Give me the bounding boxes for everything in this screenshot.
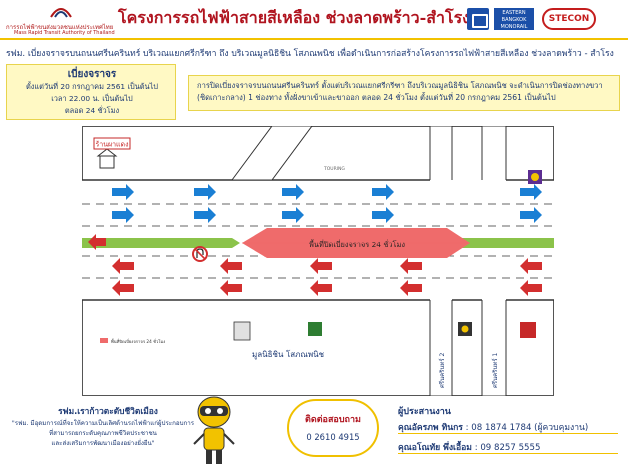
traffic-arrow [520,184,542,200]
shop-landmark: ร้านผาแดง [93,137,131,169]
contact-title: ติดต่อสอบถาม [305,415,361,425]
footer-slogan-line: ที่สามารถยกระดับคุณภาพชีวิตประชาชน [49,430,157,437]
header: การรถไฟฟ้าขนส่งมวลชนแห่งประเทศไทย Mass R… [0,0,628,40]
touring-brand-label: TOURING [323,166,345,172]
subtitle: รฟม. เบี่ยงจราจรบนถนนศรีนครินทร์ บริเวณแ… [6,49,614,59]
traffic-arrow [520,280,542,296]
mrta-logo-icon [50,8,72,18]
traffic-arrow [400,258,422,274]
notice-detail-text: การปิดเบี่ยงจราจรบนถนนศรีนครินทร์ ตั้งแต… [197,81,603,102]
traffic-arrow [372,207,394,223]
agency-english-name: Mass Rapid Transit Authority of Thailand [14,30,115,36]
agency-thai-name: การรถไฟฟ้าขนส่งมวลชนแห่งประเทศไทย [6,24,114,31]
traffic-arrow [372,184,394,200]
footer-slogan-line: "รฟม. มีอุดมการณ์ที่จะให้ความเป็นเลิศด้า… [11,420,195,427]
coordinator-divider [398,453,618,454]
no-u-turn-sign-icon [192,246,208,262]
coordinator-name: คุณอโณทัย พึ่งเอื้อม [398,443,472,453]
mascot-icon [193,396,235,464]
footer-slogan-line: และส่งเสริมการพัฒนาเมืองอย่างยั่งยืน" [51,440,155,447]
traffic-arrow [194,184,216,200]
coordinator-phone: : 08 1874 1784 (ผู้ควบคุมงาน) [465,423,589,433]
traffic-arrow [310,258,332,274]
coordinator-title: ผู้ประสานงาน [398,407,451,417]
project-title: โครงการรถไฟฟ้าสายสีเหลือง ช่วงลาดพร้าว-ส… [118,8,470,27]
notice-time: เวลา 22.00 น. เป็นต้นไป [51,94,133,103]
coordinator-row: คุณอโณทัย พึ่งเอื้อม : 09 8257 5555 [398,440,540,454]
coordinator-row: คุณอัครภพ ทินกร : 08 1874 1784 (ผู้ควบคุ… [398,420,588,434]
notice-duration: ตลอด 24 ชั่วโมง [64,106,120,115]
traffic-arrow [400,280,422,296]
traffic-arrow [220,258,242,274]
shop-label-box [93,137,131,150]
traffic-arrows-inbound [88,234,542,296]
coordinator-divider [398,433,618,434]
notice-schedule-box: เบี่ยงจราจร ตั้งแต่วันที่ 20 กรกฎาคม 256… [6,64,176,120]
store-logo-icon [520,322,536,338]
traffic-arrow [88,234,106,250]
notice-date: ตั้งแต่วันที่ 20 กรกฎาคม 2561 เป็นต้นไป [25,82,159,91]
traffic-arrow [520,207,542,223]
median-green [454,238,554,248]
traffic-arrow [194,207,216,223]
median-green [82,238,240,248]
traffic-arrows-outbound [112,184,542,223]
foundation-logo-icon [308,322,322,336]
traffic-diversion-map: พื้นที่ปิดเบี่ยงจราจร 24 ชั่วโมง [82,126,554,396]
traffic-arrow [112,280,134,296]
traffic-arrow [112,184,134,200]
legend-swatch [100,338,108,343]
side-road-upper [231,126,313,181]
foundation-label: มูลนิธิชิน โสภณพนิช [252,349,325,360]
stecon-logo: STECON [542,8,596,30]
closure-zone-label: พื้นที่ปิดเบี่ยงจราจร 24 ชั่วโมง [309,239,405,249]
transit-logo-icon [467,8,489,30]
traffic-arrow [220,280,242,296]
coordinator-phone: : 09 8257 5555 [474,443,541,453]
footer-agency-slogan-title: รฟม.เราก้าวตะดับชีวิตเมือง [58,406,158,416]
traffic-arrow [282,207,304,223]
traffic-arrow [112,207,134,223]
traffic-arrow [520,258,542,274]
coordinator-name: คุณอัครภพ ทินกร [398,423,463,433]
soi-label-right: ศรีนครินทร์ 1 [491,352,499,388]
shop-label: ร้านผาแดง [96,141,129,149]
mrta-logo: การรถไฟฟ้าขนส่งมวลชนแห่งประเทศไทย Mass R… [6,3,126,37]
contact-phone: 0 2610 4915 [306,432,360,442]
legend-label: พื้นที่ปิดเบี่ยงจราจร 24 ชั่วโมง [111,338,166,344]
traffic-arrow [310,280,332,296]
contact-box: ติดต่อสอบถาม 0 2610 4915 [287,399,379,457]
foundation-building-icon [233,321,251,341]
notice-title: เบี่ยงจราจร [67,69,117,80]
notice-detail-box: การปิดเบี่ยงจราจรบนถนนศรีนครินทร์ ตั้งแต… [188,75,620,111]
traffic-arrow [112,258,134,274]
soi-label-left: ศรีนครินทร์ 2 [438,352,446,388]
ebm-logo: EASTERN BANGKOK MONORAIL [494,8,534,30]
traffic-arrow [282,184,304,200]
